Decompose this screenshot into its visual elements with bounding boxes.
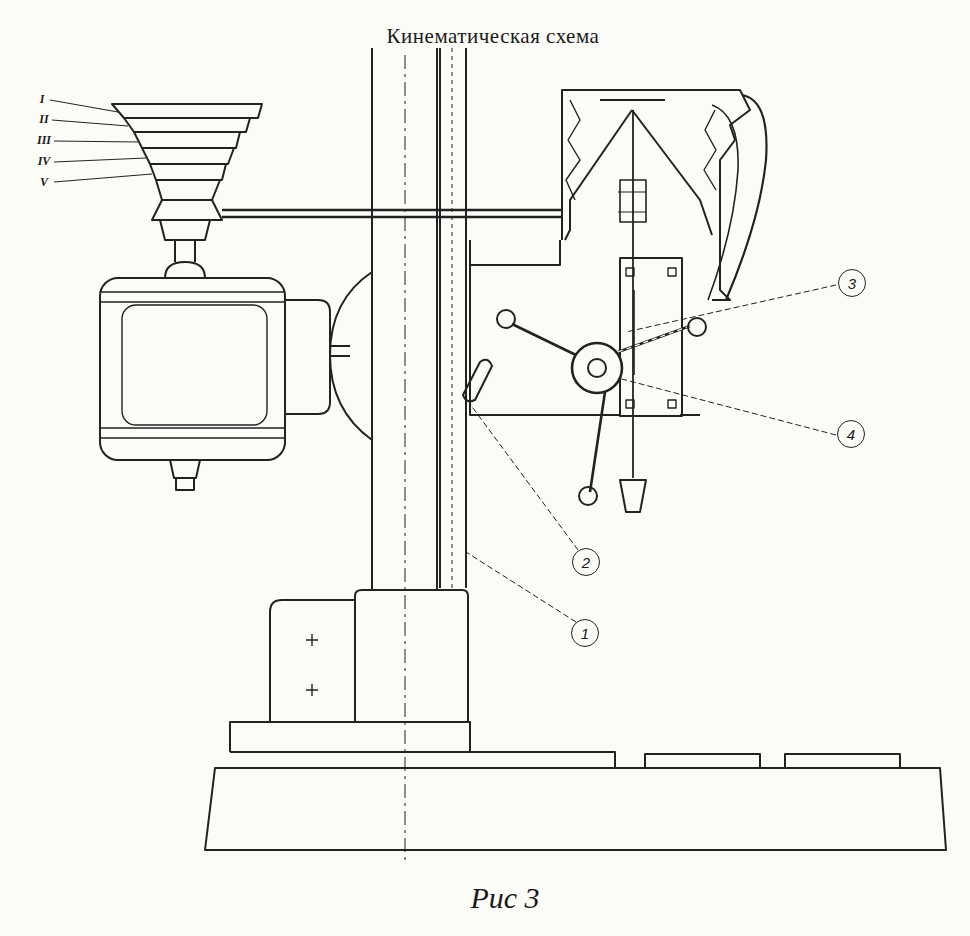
step-label: II <box>39 112 48 127</box>
leader-lines <box>466 285 836 622</box>
lock-lever <box>463 360 492 401</box>
quill-box <box>620 258 682 416</box>
callout-number: 3 <box>848 276 856 291</box>
motor-body <box>100 278 285 460</box>
step-label: IV <box>38 154 51 169</box>
motor-bracket <box>330 272 372 440</box>
head-top <box>470 240 730 300</box>
figure-caption: Рис 3 <box>470 881 539 915</box>
pulley-hub <box>160 220 210 240</box>
callout-circle: 3 <box>838 269 866 297</box>
motor-bands <box>100 292 285 438</box>
handle-knob <box>688 318 706 336</box>
callout-circle: 2 <box>572 548 600 576</box>
cross-marks <box>306 634 318 696</box>
foot-block <box>270 600 355 722</box>
column-base <box>355 590 468 722</box>
spindle-pulley <box>565 100 712 240</box>
callout-number: 4 <box>847 427 855 442</box>
spindle-housing <box>562 90 750 240</box>
pulley-leaders <box>50 100 152 182</box>
machine-base <box>205 768 946 850</box>
spindle <box>632 110 634 478</box>
step-label: I <box>40 92 45 107</box>
rack <box>440 48 466 588</box>
bearing-lines <box>618 192 646 212</box>
step-label: III <box>37 133 51 148</box>
rack-hatch <box>452 48 453 588</box>
belt-guard-inner <box>708 105 738 300</box>
motor-panel <box>122 305 267 425</box>
handle-hidden <box>618 326 690 352</box>
motor-end <box>170 460 200 490</box>
callout-number: 1 <box>581 626 589 641</box>
handle-knob <box>579 487 597 505</box>
callout-circle: 4 <box>837 420 865 448</box>
feed-handles <box>512 324 690 492</box>
step-label: V <box>40 175 48 190</box>
motor-flange <box>285 300 330 414</box>
callout-number: 2 <box>582 555 590 570</box>
belt <box>222 210 562 217</box>
callout-circle: 1 <box>571 619 599 647</box>
axis-line <box>405 55 406 860</box>
handle-knob <box>497 310 515 328</box>
housing-bellows <box>566 100 716 200</box>
motor-mount <box>330 346 350 356</box>
diagram-title: Кинематическая схема <box>387 24 600 49</box>
chuck <box>620 480 646 512</box>
hub-center <box>588 359 606 377</box>
head-body <box>470 265 700 415</box>
table-slots <box>230 752 900 768</box>
motor-shaft <box>165 240 205 278</box>
column-foot <box>230 722 470 752</box>
handwheel-hub <box>572 343 622 393</box>
stepped-pulley <box>112 104 262 220</box>
